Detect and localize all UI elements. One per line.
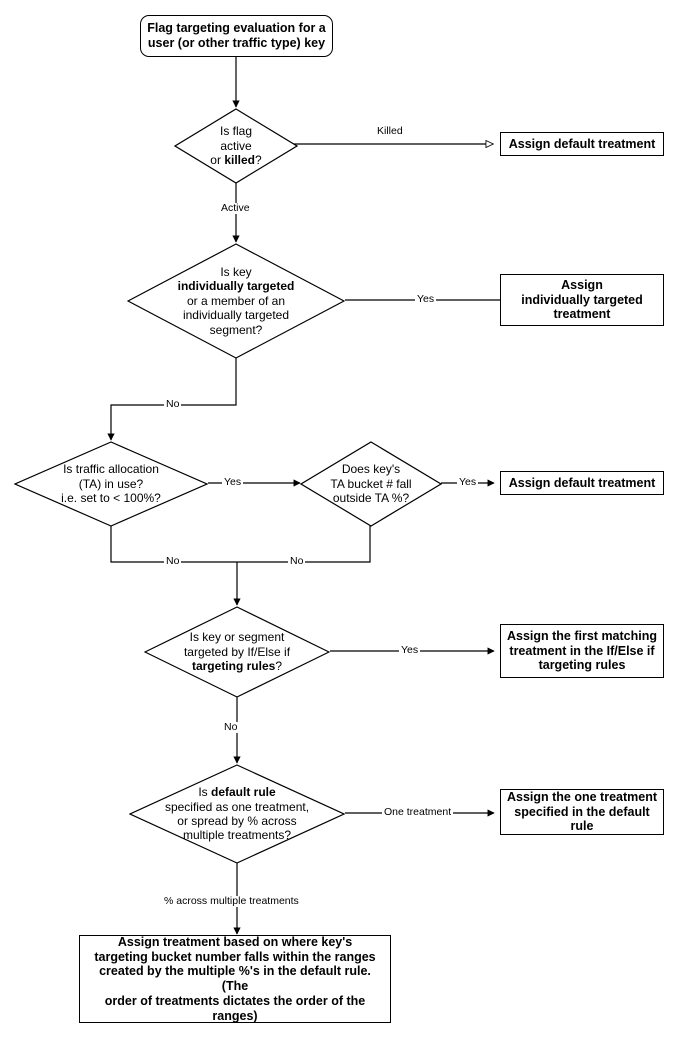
node-start-line2: user (or other traffic type) key — [147, 36, 326, 50]
node-decision-ta-bucket-label: Does key's TA bucket # fall outside TA %… — [300, 441, 442, 527]
node-decision-individually-targeted[interactable]: Is key individually targeted or a member… — [127, 243, 345, 359]
d6-line3: or spread by % across — [177, 814, 297, 828]
t6-line2: targeting bucket number falls within the… — [94, 949, 376, 964]
d1-line2: active — [220, 138, 252, 153]
edge-label-no-targeting-rules: No — [222, 721, 240, 733]
node-assign-default-treatment-1-label: Assign default treatment — [508, 136, 656, 151]
d3-line3: i.e. set to < 100%? — [61, 491, 161, 506]
diamond-shape — [144, 606, 330, 698]
t6-line4: order of treatments dictates the order o… — [104, 993, 366, 1023]
edge-label-one-treatment: One treatment — [382, 806, 454, 818]
node-start-line1: Flag targeting evaluation for a — [147, 21, 326, 36]
d6-line1-pre: Is — [198, 785, 211, 800]
t4-line3: targeting rules — [538, 658, 626, 673]
d5-line2: targeted by If/Else if — [183, 644, 291, 659]
edge-label-no-individually-targeted: No — [164, 398, 182, 410]
node-assign-default-treatment-1[interactable]: Assign default treatment — [500, 132, 664, 156]
edge-label-yes-targeting-rules: Yes — [399, 644, 421, 656]
node-decision-default-rule[interactable]: Is default rule specified as one treatme… — [129, 764, 345, 864]
t6-line3: created by the multiple %'s in the defau… — [99, 964, 371, 993]
node-decision-traffic-allocation-label: Is traffic allocation (TA) in use? i.e. … — [14, 441, 208, 527]
edge-label-yes-individually-targeted: Yes — [415, 293, 437, 305]
d2-line1: Is key — [220, 265, 252, 280]
t2-line3: treatment — [553, 307, 611, 322]
node-decision-traffic-allocation[interactable]: Is traffic allocation (TA) in use? i.e. … — [14, 441, 208, 527]
d2-line5: segment? — [209, 322, 263, 337]
d6-line2: specified as one treatment, — [164, 799, 310, 814]
d3-line1: Is traffic allocation — [63, 462, 159, 477]
d1-line3-bold: killed — [224, 153, 255, 168]
edge-label-pct-across-multiple-treatments: % across multiple treatments — [162, 895, 301, 907]
d6-line1-bold: default rule — [210, 785, 276, 800]
edge-label-no-traffic-allocation: No — [164, 555, 182, 567]
node-assign-first-matching-treatment[interactable]: Assign the first matching treatment in t… — [500, 624, 664, 678]
edge-label-active: Active — [219, 202, 252, 214]
diamond-shape — [300, 441, 442, 527]
edge-label-yes-traffic-allocation: Yes — [222, 476, 244, 488]
node-assign-one-treatment-label: Assign the one treatment specified in th… — [506, 790, 658, 834]
t4-line2: treatment in the If/Else if — [509, 643, 655, 658]
t5-line1: Assign the one treatment — [506, 789, 658, 804]
node-assign-individually-targeted-treatment-label: Assign individually targeted treatment — [521, 278, 643, 322]
d1-line1: Is flag — [219, 124, 252, 139]
node-assign-individually-targeted-treatment[interactable]: Assign individually targeted treatment — [500, 274, 664, 326]
d2-line4: individually targeted — [182, 308, 290, 323]
node-decision-default-rule-label: Is default rule specified as one treatme… — [129, 764, 345, 864]
node-assign-first-matching-treatment-label: Assign the first matching treatment in t… — [507, 629, 657, 673]
d1-line3-post: ? — [255, 153, 262, 168]
t6-line1: Assign treatment based on where key's — [117, 934, 353, 949]
node-assign-treatment-by-bucket-range[interactable]: Assign treatment based on where key's ta… — [79, 935, 391, 1023]
node-start-label: Flag targeting evaluation for a user (or… — [147, 21, 326, 51]
node-decision-if-else-targeting-rules-label: Is key or segment targeted by If/Else if… — [144, 606, 330, 698]
d6-line4: multiple treatments? — [182, 828, 292, 843]
t4-line1: Assign the first matching — [506, 628, 658, 643]
t2-line2: individually targeted — [521, 292, 643, 307]
diamond-shape — [14, 441, 208, 527]
d2-line3: or a member of an — [186, 293, 286, 308]
edge-label-killed: Killed — [375, 125, 405, 137]
t2-line1: Assign — [561, 277, 603, 292]
diamond-shape — [127, 243, 345, 359]
edge-label-no-ta-bucket: No — [288, 555, 306, 567]
node-decision-if-else-targeting-rules[interactable]: Is key or segment targeted by If/Else if… — [144, 606, 330, 698]
d5-line3-post: ? — [275, 659, 283, 674]
d5-line1: Is key or segment — [189, 630, 285, 645]
node-assign-one-treatment[interactable]: Assign the one treatment specified in th… — [500, 789, 664, 835]
d1-line3-pre: or — [210, 153, 225, 168]
node-assign-default-treatment-2[interactable]: Assign default treatment — [500, 471, 664, 495]
diamond-shape — [174, 108, 298, 184]
d4-line2: TA bucket # fall — [330, 476, 412, 491]
t5-line2: specified in the default rule — [514, 804, 650, 834]
d4-line1: Does key's — [341, 462, 401, 477]
node-start[interactable]: Flag targeting evaluation for a user (or… — [140, 15, 333, 57]
diamond-shape — [129, 764, 345, 864]
node-assign-default-treatment-2-label: Assign default treatment — [508, 475, 656, 490]
d5-line3-bold: targeting rules — [191, 659, 276, 674]
node-decision-ta-bucket[interactable]: Does key's TA bucket # fall outside TA %… — [300, 441, 442, 527]
d4-line3: outside TA %? — [332, 491, 410, 506]
node-decision-flag-label: Is flag active or killed? — [174, 108, 298, 184]
d3-line2: (TA) in use? — [78, 476, 144, 491]
node-decision-individually-targeted-label: Is key individually targeted or a member… — [127, 243, 345, 359]
d2-line2: individually targeted — [177, 279, 295, 294]
node-assign-treatment-by-bucket-range-label: Assign treatment based on where key's ta… — [85, 935, 385, 1024]
edge-label-yes-ta-bucket: Yes — [457, 476, 479, 488]
node-decision-flag-active-or-killed[interactable]: Is flag active or killed? — [174, 108, 298, 184]
